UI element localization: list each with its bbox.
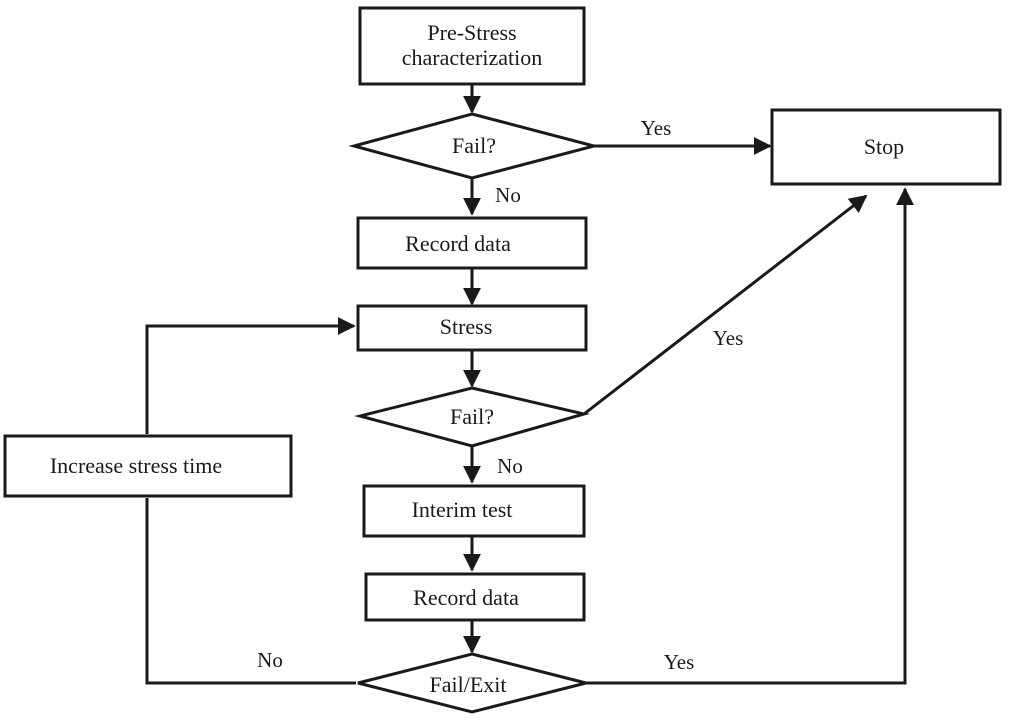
stop-label: Stop xyxy=(864,134,904,159)
fail-exit-decision xyxy=(357,652,587,714)
fail-exit-label: Fail/Exit xyxy=(430,672,507,697)
interim-test-label: Interim test xyxy=(412,497,513,522)
arrow-increase-to-stress xyxy=(145,317,356,434)
stress-box xyxy=(356,304,588,352)
fail-decision-1 xyxy=(348,112,600,180)
fail-decision-2 xyxy=(354,386,590,448)
stop-box xyxy=(770,108,1002,186)
interim-test-box xyxy=(362,484,586,538)
stress-label: Stress xyxy=(440,314,493,339)
arrow-failexit-no-to-increase xyxy=(145,498,356,685)
edge-label-fail2-yes: Yes xyxy=(713,326,744,350)
pre-stress-label-line1: Pre-Stress xyxy=(427,20,516,45)
increase-stress-time-box xyxy=(3,434,293,498)
record-data-box-1 xyxy=(356,216,588,270)
record-data-label-1: Record data xyxy=(405,231,511,256)
edge-label-fail1-yes: Yes xyxy=(641,116,672,140)
fail-decision-1-label: Fail? xyxy=(452,133,496,158)
record-data-box-2 xyxy=(364,572,586,622)
pre-stress-characterization-box xyxy=(358,6,586,86)
arrow-fail2-yes-to-stop xyxy=(583,194,868,416)
edge-label-fail2-no: No xyxy=(497,454,523,478)
edge-label-failexit-no: No xyxy=(257,648,283,672)
record-data-label-2: Record data xyxy=(413,585,519,610)
arrow-failexit-yes-to-stop xyxy=(586,187,914,685)
edge-label-failexit-yes: Yes xyxy=(664,650,695,674)
edge-label-fail1-no: No xyxy=(495,183,521,207)
increase-stress-time-label: Increase stress time xyxy=(50,453,222,478)
fail-decision-2-label: Fail? xyxy=(450,404,494,429)
pre-stress-label-line2: characterization xyxy=(402,45,542,70)
